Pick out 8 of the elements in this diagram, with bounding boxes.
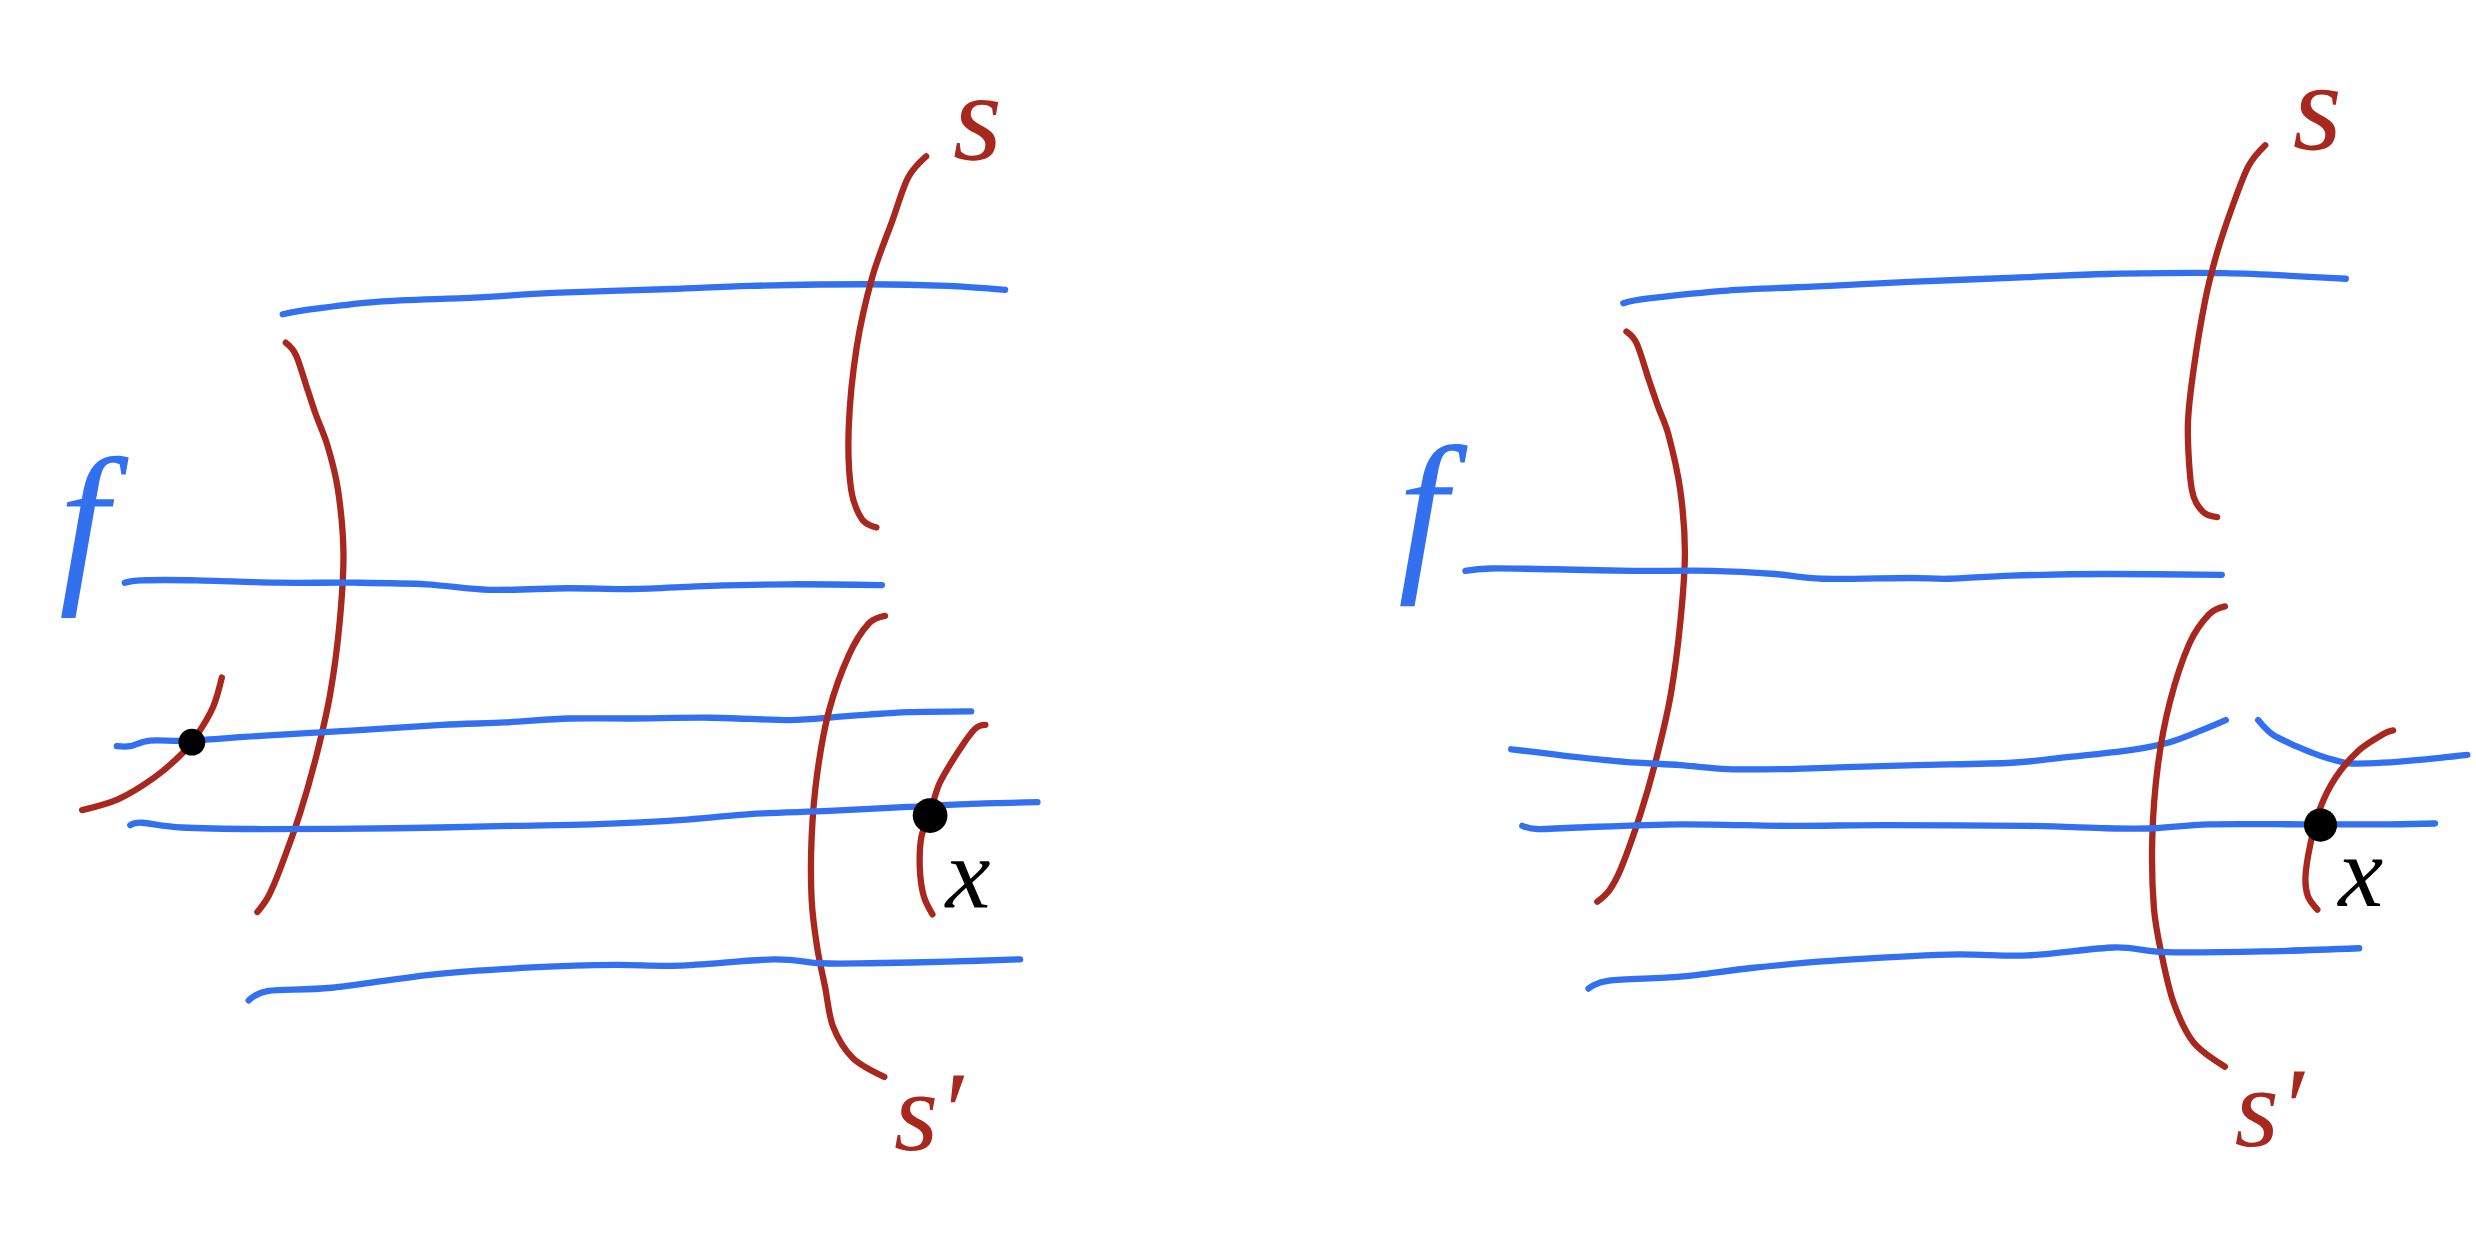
curve-label: s xyxy=(2294,89,2339,151)
point-label: x xyxy=(2337,859,2383,906)
curve-label: f xyxy=(1400,444,1468,607)
curve-label: f xyxy=(61,455,129,618)
curve-label: s xyxy=(954,99,999,161)
point-label: x xyxy=(944,861,990,908)
curve-label: s′ xyxy=(2236,1071,2306,1148)
curve-label: s′ xyxy=(895,1075,965,1152)
